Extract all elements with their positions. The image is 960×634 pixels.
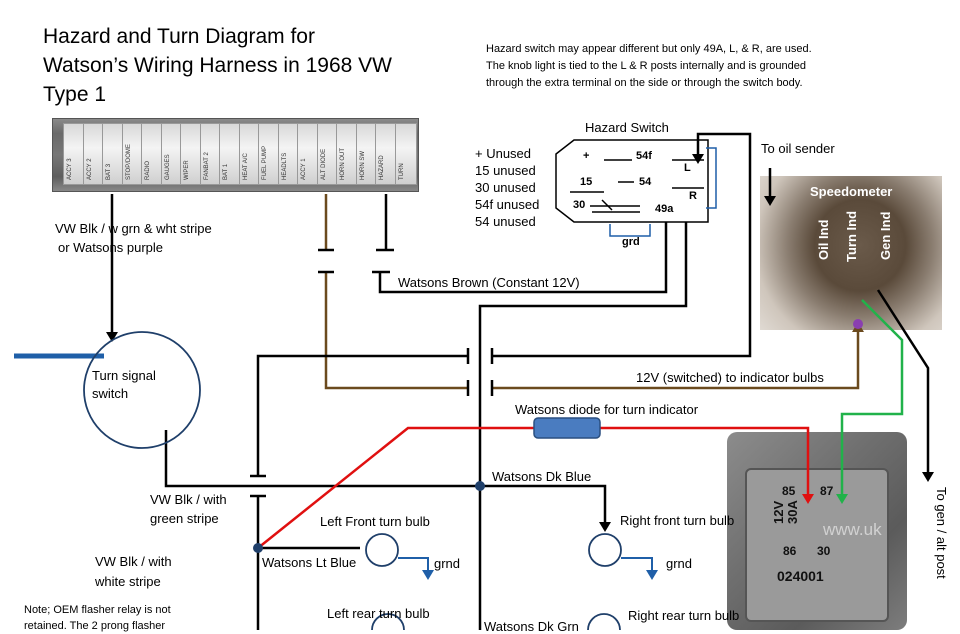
hazard-terminal-49a: 49a (655, 203, 674, 215)
right-front-label: Right front turn bulb (620, 513, 735, 528)
title-line-3: Type 1 (43, 83, 107, 106)
arrow-turn-switch (106, 332, 118, 342)
brown-wire-lower (324, 272, 468, 390)
relay-terminal-30: 30 (817, 544, 831, 558)
title-line-1: Hazard and Turn Diagram for (43, 25, 315, 48)
top-note-line-3: through the extra terminal on the side o… (486, 77, 803, 89)
red-wire-right (600, 426, 810, 494)
arrow-gen-alt (922, 472, 934, 482)
right-front-bulb (588, 533, 622, 567)
green-stripe-label-2: green stripe (150, 511, 219, 526)
turn-signal-switch (83, 331, 201, 449)
white-stripe-label-1: VW Blk / with (95, 554, 172, 569)
gen-alt-wire (876, 289, 930, 472)
bottom-note-line-1: Note; OEM flasher relay is not (24, 604, 171, 616)
hazard-terminal-R: R (689, 190, 697, 202)
right-rear-label: Right rear turn bulb (628, 608, 740, 623)
green-wire (840, 299, 904, 494)
unused-item: 54f unused (475, 197, 540, 212)
ground-label-right: grnd (666, 556, 693, 571)
title-line-2: Watson’s Wiring Harness in 1968 VW (43, 54, 392, 77)
red-wire (257, 426, 540, 549)
switched-12v-label: 12V (switched) to indicator bulbs (636, 370, 824, 385)
left-rear-bulb (371, 613, 405, 630)
hazard-terminal-15: 15 (580, 176, 593, 188)
unused-item: 30 unused (475, 180, 536, 195)
relay-terminal-86: 86 (783, 544, 797, 558)
arrow-relay-85 (802, 494, 814, 504)
relay-part-number: 024001 (777, 568, 824, 584)
relay-face (745, 468, 889, 622)
hazard-terminal-54f: 54f (636, 150, 652, 162)
arrow-relay-87 (836, 494, 848, 504)
watermark: www.uk (823, 520, 882, 539)
arrow-hazard-L (692, 154, 704, 164)
left-rear-label: Left rear turn bulb (327, 606, 430, 621)
speedometer-label: Speedometer (810, 184, 893, 199)
left-front-label: Left Front turn bulb (320, 514, 430, 529)
hazard-terminal-54: 54 (639, 176, 652, 188)
top-note-line-1: Hazard switch may appear different but o… (486, 43, 812, 55)
splice-lt-blue (253, 543, 263, 553)
arrow-right-front (599, 522, 611, 532)
hazard-r-wire (478, 222, 688, 486)
hazard-terminal-30: 30 (573, 199, 586, 211)
relay-terminal-85: 85 (782, 484, 796, 498)
arrow-oil-sender (764, 196, 776, 206)
bottom-note-line-2: retained. The 2 prong flasher (24, 620, 166, 632)
ground-label-left: grnd (434, 556, 461, 571)
right-rear-bulb (587, 613, 621, 630)
right-front-feed (480, 484, 607, 524)
lt-blue-label: Watsons Lt Blue (262, 555, 357, 570)
dk-grn-label: Watsons Dk Grn (484, 619, 579, 634)
fuse-slot: TURN (394, 123, 417, 185)
dk-blue-label: Watsons Dk Blue (492, 469, 592, 484)
purple-wire-label-1: VW Blk / w grn & wht stripe (55, 221, 212, 236)
hazard-unused-list: + Unused 15 unused 30 unused 54f unused … (475, 146, 539, 229)
splice-dk-blue (475, 481, 485, 491)
ground-right-front (621, 557, 653, 574)
green-stripe-label-1: VW Blk / with (150, 492, 227, 507)
unused-item: 15 unused (475, 163, 536, 178)
switched-12v-left (256, 354, 468, 476)
brown-wire-label: Watsons Brown (Constant 12V) (398, 275, 580, 290)
brown-wire-right (492, 330, 860, 390)
relay-terminal-87: 87 (820, 484, 834, 498)
gen-alt-label: To gen / alt post (934, 487, 949, 579)
turn-indicator-diode (533, 417, 601, 439)
left-front-bulb (365, 533, 399, 567)
hazard-switch (555, 139, 717, 237)
flasher-relay-photo: 85 87 12V 30A 86 30 024001 www.uk (727, 432, 907, 630)
purple-wire-label-2: or Watsons purple (58, 240, 164, 255)
unused-item: + Unused (475, 146, 532, 161)
top-note-line-2: The knob light is tied to the L & R post… (486, 60, 807, 72)
white-stripe-label-2: white stripe (95, 574, 161, 589)
hazard-switch-title: Hazard Switch (585, 120, 669, 135)
ground-left-front (398, 557, 429, 574)
turn-switch-label-2: switch (92, 386, 129, 401)
hazard-terminal-grd: grd (622, 236, 640, 248)
dk-blue-wire (164, 430, 482, 630)
splice-turn-ind (853, 319, 863, 329)
turn-switch-label-1: Turn signal (92, 368, 156, 383)
diode-label: Watsons diode for turn indicator (515, 402, 699, 417)
speedometer-photo: Speedometer Oil Ind Turn Ind Gen Ind (760, 176, 942, 330)
unused-item: 54 unused (475, 214, 536, 229)
hazard-terminal-L: L (684, 162, 691, 174)
hazard-constant-wire (378, 222, 668, 294)
hazard-terminal-plus: + (583, 150, 590, 162)
oil-sender-label: To oil sender (761, 141, 835, 156)
